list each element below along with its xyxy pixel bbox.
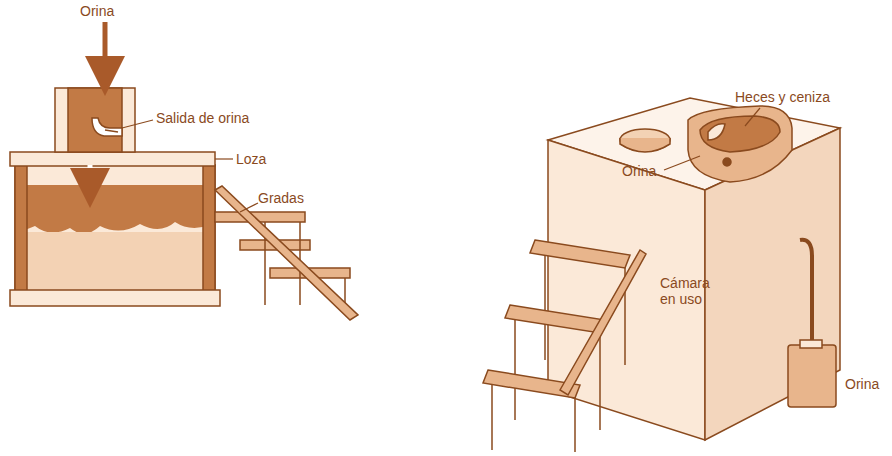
part-label: Heces y ceniza [735,89,830,105]
part-label: Cámara en uso [660,275,722,307]
part-label: Orina [622,163,656,179]
part-label: Orina [80,3,114,19]
stairs-right [483,240,646,452]
flow-arrow [88,165,93,188]
leader-lines-right [664,108,760,170]
part-label: Orina [845,376,879,392]
urine-arrow [103,22,108,76]
perspective-view [548,98,840,440]
part-label: Loza [236,151,266,167]
part-label: Gradas [258,190,304,206]
part-label: Salida de orina [156,110,249,126]
stairs-left [215,186,358,320]
